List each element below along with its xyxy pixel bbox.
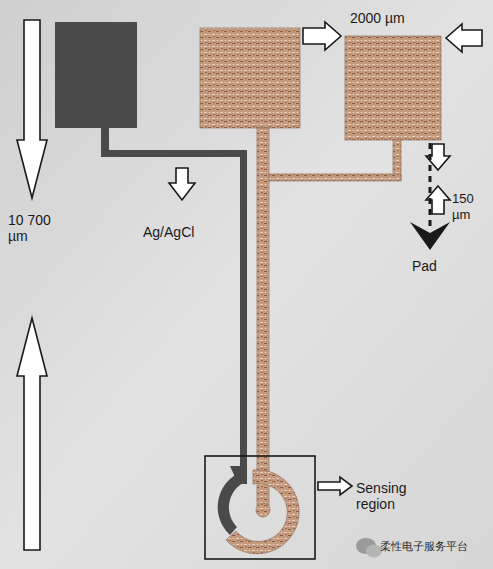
- leader-arrows: [17, 20, 482, 550]
- dimension-label: 2000 µm: [350, 10, 440, 26]
- watermark: 柔性电子服务平台: [380, 539, 490, 553]
- dimension-label: 10 700 µm: [8, 212, 60, 244]
- pad-dashed-arrow: [410, 143, 450, 250]
- region-label: Sensing region: [356, 480, 428, 512]
- copper-electrodes: [200, 28, 441, 554]
- part-label: Ag/AgCl: [143, 224, 223, 240]
- part-label: Pad: [412, 258, 462, 274]
- wechat-icon: [356, 538, 382, 558]
- dimension-label: 150 µm: [452, 191, 490, 223]
- sensing-box: [205, 456, 315, 559]
